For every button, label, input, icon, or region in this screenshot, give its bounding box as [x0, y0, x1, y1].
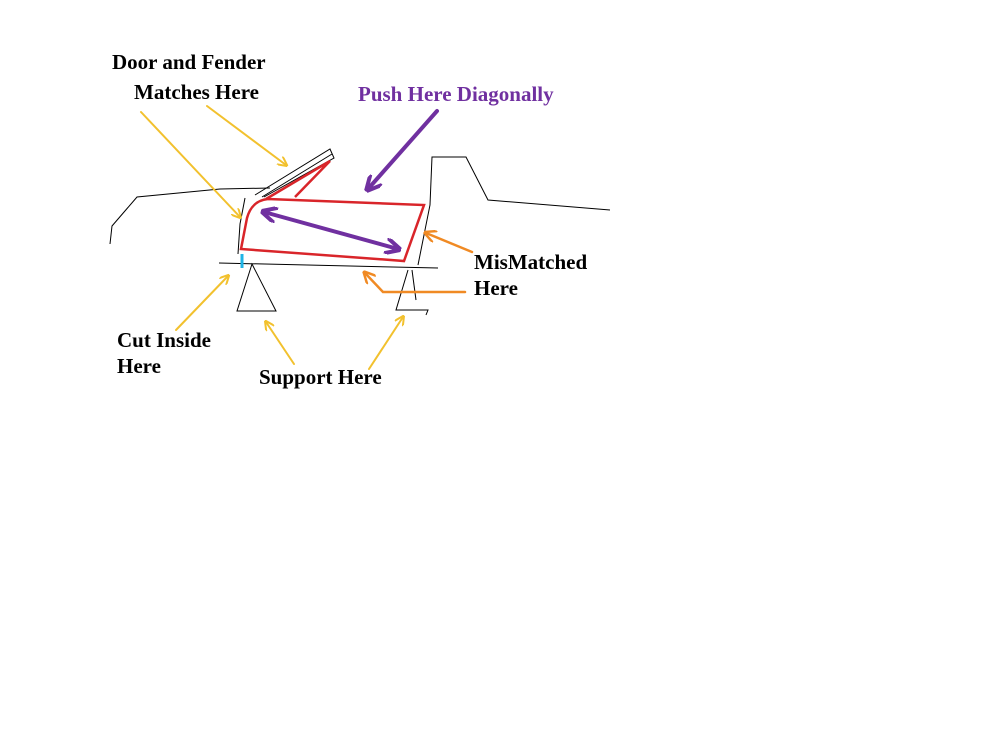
front-jack-stand [236, 262, 277, 312]
push-pointer-arrow [368, 109, 439, 189]
door-gap-front [237, 197, 246, 255]
support-arrow-right [368, 317, 403, 370]
rear-body-line [417, 156, 611, 266]
mismatch-arrows [365, 233, 474, 294]
diagonal-double-arrow [264, 212, 398, 249]
door-fender-label-line1: Door and Fender [112, 50, 266, 74]
support-stands [236, 262, 429, 316]
push-here-label: Push Here Diagonally [358, 82, 554, 106]
windshield-pillar-inner [261, 153, 333, 198]
car-body-outline [109, 148, 611, 269]
rocker-line [218, 262, 439, 269]
support-here-label: Support Here [259, 365, 382, 389]
door-fender-label-line2: Matches Here [134, 80, 259, 104]
cut-inside-arrow [175, 276, 228, 331]
cut-inside-label-line2: Here [117, 354, 161, 378]
rear-jack-stand-inner [411, 269, 417, 301]
mismatched-label-line1: MisMatched [474, 250, 588, 274]
windshield-pillar-outer [254, 148, 335, 198]
door-fender-arrow-1 [140, 111, 240, 217]
door-panel [239, 197, 426, 263]
mismatch-arrow-rocker [365, 273, 467, 294]
body-front-line [109, 187, 271, 245]
rear-jack-stand [395, 269, 429, 316]
door-outline [239, 159, 426, 263]
push-arrows [264, 109, 439, 249]
pointer-arrows [140, 105, 403, 370]
mismatch-arrow-door [426, 233, 474, 254]
door-fender-arrow-2 [206, 105, 286, 165]
cut-inside-label-line1: Cut Inside [117, 328, 211, 352]
support-arrow-left [266, 322, 295, 365]
door-window-frame [265, 159, 331, 201]
mismatched-label-line2: Here [474, 276, 518, 300]
